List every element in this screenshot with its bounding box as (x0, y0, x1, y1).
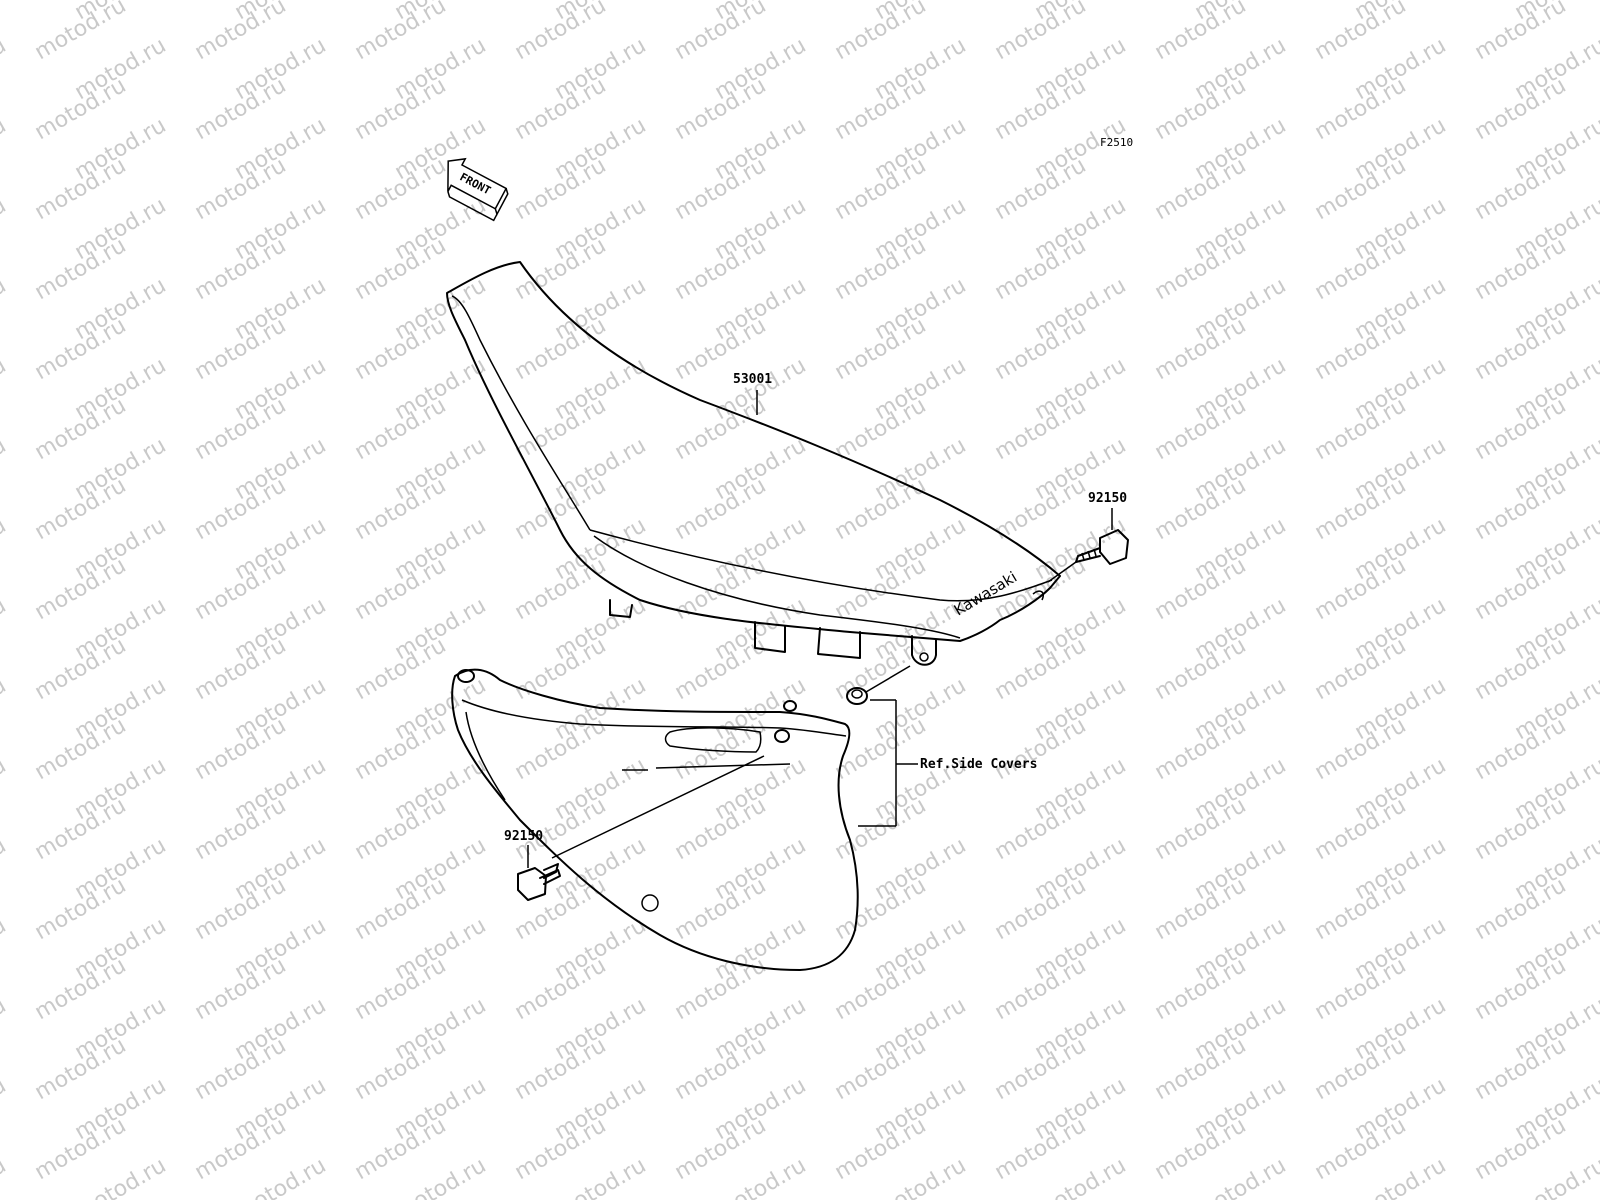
side-cover-panel (451, 668, 859, 971)
grommet-icon (846, 665, 911, 705)
callout-bolt-front-part-number: 92150 (504, 829, 543, 844)
callout-seat-part-number: 53001 (733, 372, 772, 387)
side-cover (451, 668, 859, 971)
watermark-text: motod.ru (0, 0, 10, 25)
bolt-front-icon (517, 863, 561, 901)
watermark-text: motod.ru (0, 273, 10, 345)
seat-cushion (446, 261, 1061, 642)
watermark-text: motod.ru (0, 993, 10, 1065)
bolt-rear-icon (1075, 529, 1129, 565)
watermark-text: motod.ru (0, 833, 10, 905)
watermark-text: motod.ru (0, 433, 10, 505)
watermark-text: motod.ru (0, 353, 10, 425)
watermark-text: motod.ru (0, 1073, 10, 1145)
watermark-text: motod.ru (0, 113, 10, 185)
watermark-text: motod.ru (0, 513, 10, 585)
figure-code: F2510 (1100, 136, 1133, 149)
watermark-text: motod.ru (0, 33, 10, 105)
front-arrow-icon: FRONT (447, 157, 509, 222)
watermark-text: motod.ru (0, 1153, 10, 1200)
watermark-text: motod.ru (0, 753, 10, 825)
watermark-text: motod.ru (0, 593, 10, 665)
watermark-text: motod.ru (0, 673, 10, 745)
watermark-text: motod.ru (0, 193, 10, 265)
watermark-text: motod.ru (0, 913, 10, 985)
callout-ref-side-covers: Ref.Side Covers (920, 757, 1037, 772)
callout-bolt-rear-part-number: 92150 (1088, 491, 1127, 506)
ref-side-covers-bracket (858, 699, 918, 827)
